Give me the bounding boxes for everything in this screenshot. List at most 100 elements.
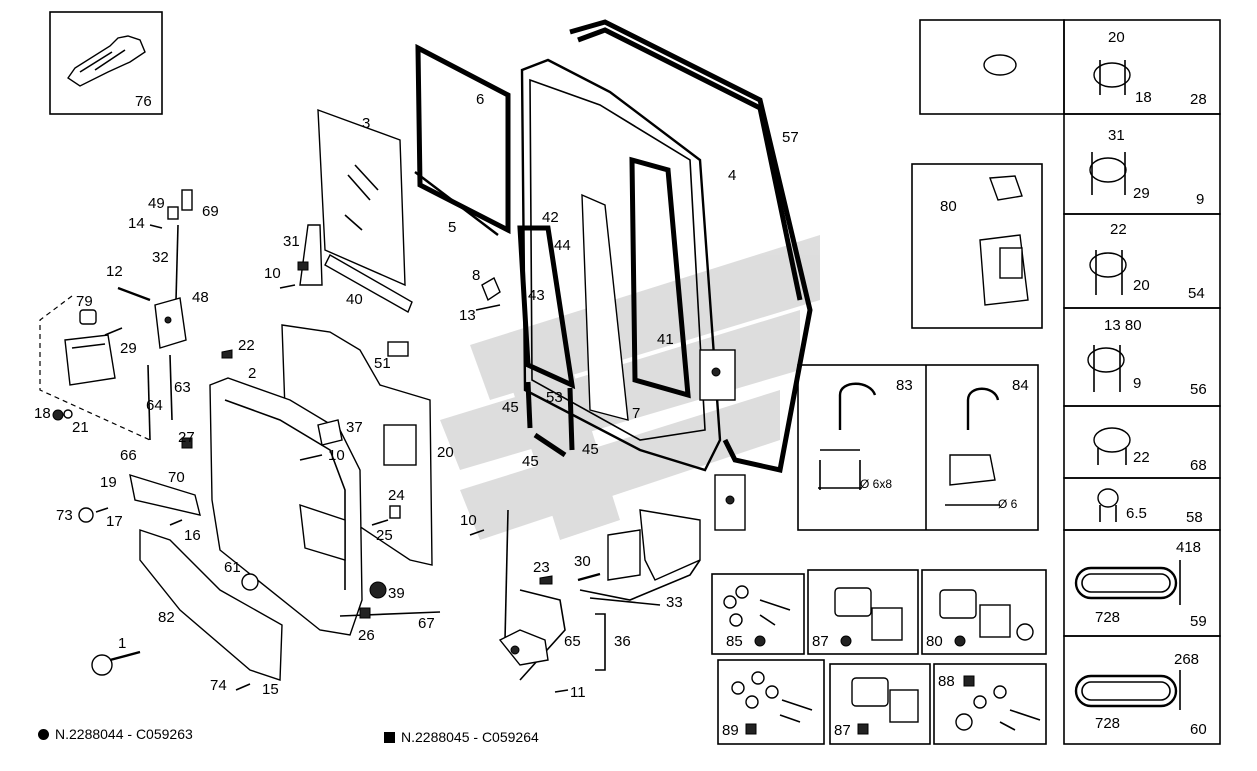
plug-28-ref: 28 bbox=[1190, 91, 1207, 108]
plug-28 bbox=[1093, 60, 1131, 95]
part-21-washer bbox=[63, 409, 73, 419]
plug-54 bbox=[1089, 250, 1127, 295]
label-70: 70 bbox=[168, 469, 185, 486]
part-45-strip-a bbox=[525, 381, 533, 429]
label-12: 12 bbox=[106, 263, 123, 280]
plug-68-bottom: 22 bbox=[1133, 449, 1150, 466]
inner-handle bbox=[64, 334, 116, 386]
legend-square-text: N.2288045 - C059264 bbox=[401, 729, 539, 745]
legend-circle-marker bbox=[38, 729, 49, 740]
label-87a: 87 bbox=[812, 633, 829, 650]
part-5-rail bbox=[414, 171, 499, 236]
label-26: 26 bbox=[358, 627, 375, 644]
part-7-quarter-glass bbox=[581, 193, 629, 421]
part-45-strip-c bbox=[533, 432, 567, 458]
leader-33 bbox=[579, 559, 701, 601]
part-43-channel bbox=[517, 225, 576, 390]
oval-59-height: 418 bbox=[1176, 539, 1201, 556]
part-82-pocket bbox=[139, 529, 283, 681]
label-80a: 80 bbox=[940, 198, 957, 215]
label-23: 23 bbox=[533, 559, 550, 576]
label-61: 61 bbox=[224, 559, 241, 576]
label-6: 6 bbox=[476, 91, 484, 108]
oval-plug-60 bbox=[1074, 670, 1181, 710]
label-66: 66 bbox=[120, 447, 137, 464]
label-84: 84 bbox=[1012, 377, 1029, 394]
part-51-clip bbox=[387, 341, 409, 357]
label-10a: 10 bbox=[264, 265, 281, 282]
part-31-bracket bbox=[297, 224, 323, 286]
part-32-rod bbox=[175, 224, 179, 301]
label-27: 27 bbox=[178, 429, 195, 446]
label-15: 15 bbox=[262, 681, 279, 698]
label-41: 41 bbox=[657, 331, 674, 348]
label-45a: 45 bbox=[502, 399, 519, 416]
label-49: 49 bbox=[148, 195, 165, 212]
label-33: 33 bbox=[666, 594, 683, 611]
part-8-clip bbox=[481, 276, 501, 302]
oval-60-width: 728 bbox=[1095, 715, 1120, 732]
label-87b: 87 bbox=[834, 722, 851, 739]
label-82: 82 bbox=[158, 609, 175, 626]
part-40-rail bbox=[324, 254, 413, 314]
label-16: 16 bbox=[184, 527, 201, 544]
plug-56 bbox=[1087, 345, 1125, 392]
label-44: 44 bbox=[554, 237, 571, 254]
part-73-knob bbox=[78, 507, 94, 523]
label-4: 4 bbox=[728, 167, 736, 184]
kit-85-parts bbox=[723, 585, 791, 627]
plug-58 bbox=[1097, 488, 1119, 522]
part-39-plug bbox=[369, 581, 387, 599]
label-21: 21 bbox=[72, 419, 89, 436]
part-33-striker bbox=[607, 509, 701, 581]
kit-88-parts bbox=[955, 685, 1041, 731]
kit-87b-square-mark bbox=[857, 723, 869, 735]
part-57-outer-seal bbox=[569, 19, 813, 474]
legend-circle-text: N.2288044 - C059263 bbox=[55, 726, 193, 742]
kit-89-square-mark bbox=[745, 723, 757, 735]
part-80-box bbox=[911, 163, 1043, 329]
label-10c: 10 bbox=[460, 512, 477, 529]
label-42: 42 bbox=[542, 209, 559, 226]
part-30-bolt bbox=[577, 572, 601, 582]
label-18: 18 bbox=[34, 405, 51, 422]
label-24: 24 bbox=[388, 487, 405, 504]
kit-89-parts bbox=[731, 671, 813, 723]
label-40: 40 bbox=[346, 291, 363, 308]
label-20: 20 bbox=[437, 444, 454, 461]
label-89: 89 bbox=[722, 722, 739, 739]
oval-plug-59 bbox=[1074, 560, 1181, 605]
dim-83: Ø 6x8 bbox=[860, 477, 892, 491]
part-4-door-frame bbox=[520, 58, 722, 472]
label-43: 43 bbox=[528, 287, 545, 304]
kit-87b-box bbox=[829, 663, 931, 745]
legend-square: N.2288045 - C059264 bbox=[384, 729, 539, 745]
label-32: 32 bbox=[152, 249, 169, 266]
label-74: 74 bbox=[210, 677, 227, 694]
label-3: 3 bbox=[362, 115, 370, 132]
plug-58-ref: 58 bbox=[1186, 509, 1203, 526]
label-36: 36 bbox=[614, 633, 631, 650]
oval-60-height: 268 bbox=[1174, 651, 1199, 668]
part-16-screw bbox=[169, 519, 183, 526]
label-53: 53 bbox=[546, 389, 563, 406]
part-10-screw-a bbox=[279, 284, 296, 289]
label-30: 30 bbox=[574, 553, 591, 570]
part-26-clip bbox=[359, 607, 371, 619]
plug-56-bottom: 9 bbox=[1133, 375, 1141, 392]
part-83-hook bbox=[818, 382, 877, 490]
kit-88-box bbox=[933, 663, 1047, 745]
label-64: 64 bbox=[146, 397, 163, 414]
label-80b: 80 bbox=[926, 633, 943, 650]
label-67: 67 bbox=[418, 615, 435, 632]
dim-84: Ø 6 bbox=[998, 497, 1018, 511]
part-22-clip-a bbox=[221, 349, 233, 359]
label-48: 48 bbox=[192, 289, 209, 306]
label-57: 57 bbox=[782, 129, 799, 146]
label-13: 13 bbox=[459, 307, 476, 324]
plug-56-ref: 56 bbox=[1190, 381, 1207, 398]
part-74-screw bbox=[235, 683, 251, 691]
label-45b: 45 bbox=[582, 441, 599, 458]
label-1: 1 bbox=[118, 635, 126, 652]
watermark-logo bbox=[440, 235, 820, 540]
